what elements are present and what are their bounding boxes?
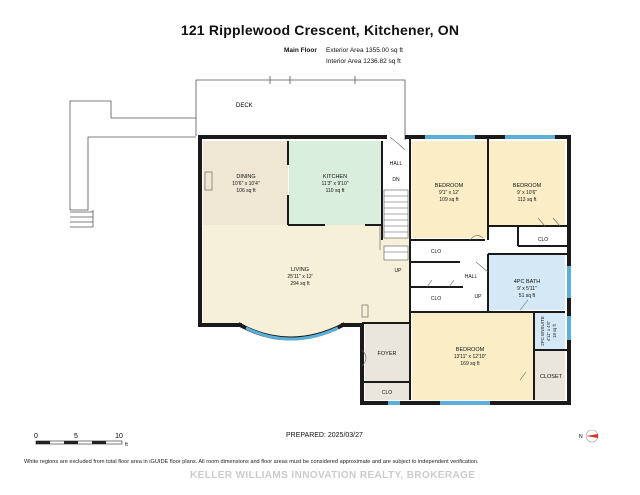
bedroom3-name: BEDROOM xyxy=(456,347,485,353)
windows xyxy=(245,135,571,405)
kitchen-dims: 11'3" x 9'10" xyxy=(321,181,348,187)
scale-tick-0: 0 xyxy=(34,433,38,440)
page-title: 121 Ripplewood Crescent, Kitchener, ON xyxy=(180,22,460,38)
bedroom2-name: BEDROOM xyxy=(513,183,542,189)
scale-tick-10: 10 xyxy=(115,433,123,440)
exterior-area: Exterior Area 1355.00 sq ft xyxy=(326,47,403,54)
fixtures xyxy=(204,171,381,318)
ensuite-fill xyxy=(535,312,565,349)
clo-label-4: CLO xyxy=(382,390,392,396)
bedroom1-fill xyxy=(412,141,487,238)
scale-bar: 0 5 10 ft xyxy=(34,433,128,448)
bedroom3-fill xyxy=(412,312,533,400)
interior-area: Interior Area 1236.82 sq ft xyxy=(326,58,401,65)
svg-text:N: N xyxy=(579,434,583,440)
dining-name: DINING xyxy=(236,174,255,180)
bath-area: 51 sq ft xyxy=(519,293,536,299)
living-area: 294 sq ft xyxy=(290,281,310,287)
hall-label-top: HALL xyxy=(390,161,403,167)
kitchen-area: 110 sq ft xyxy=(326,188,345,194)
ensuite-name: 2PC ENSUITE xyxy=(540,316,545,346)
scale-tick-5: 5 xyxy=(74,433,78,440)
dn-label: DN xyxy=(392,177,400,183)
bedroom3-area: 169 sq ft xyxy=(460,361,480,367)
ensuite-dims: 4'11" x 4'6" xyxy=(546,320,551,341)
bath-name: 4PC BATH xyxy=(514,279,541,285)
bedroom1-dims: 9'1" x 12' xyxy=(439,190,459,196)
foyer-name: FOYER xyxy=(378,351,397,357)
deck xyxy=(69,76,406,228)
stairs xyxy=(383,189,409,261)
ensuite-area: 18 sq ft xyxy=(552,323,557,338)
living-name: LIVING xyxy=(291,267,309,273)
bedroom3-dims: 13'11" x 12'10" xyxy=(454,354,487,360)
interior-walls xyxy=(287,137,569,400)
bedroom1-name: BEDROOM xyxy=(435,183,464,189)
door-swings xyxy=(361,136,561,381)
kitchen-name: KITCHEN xyxy=(323,174,347,180)
bath-dims: 9' x 5'11" xyxy=(517,286,537,292)
dining-area: 106 sq ft xyxy=(236,188,256,194)
bedroom1-area: 109 sq ft xyxy=(439,197,459,203)
north-arrow-icon: N xyxy=(579,429,599,443)
living-fill xyxy=(203,225,410,323)
floor-name: Main Floor xyxy=(284,47,317,54)
disclaimer: White regions are excluded from total fl… xyxy=(24,459,479,465)
dining-dims: 10'6" x 10'4" xyxy=(232,181,260,187)
dining-fill xyxy=(203,141,288,225)
bedroom2-fill xyxy=(489,141,565,226)
area-summary: Main Floor Exterior Area 1355.00 sq ft In… xyxy=(284,45,403,67)
up-label-small: UP xyxy=(475,294,483,300)
room-fills xyxy=(203,141,565,400)
prepared-date: PREPARED: 2025/03/27 xyxy=(286,432,363,439)
bay-fill xyxy=(240,323,343,337)
bedroom2-area: 113 sq ft xyxy=(518,197,537,203)
watermark: KELLER WILLIAMS INNOVATION REALTY, BROKE… xyxy=(190,470,476,481)
clo-label-3: CLO xyxy=(431,296,441,302)
hall-label-mid: HALL xyxy=(465,274,478,280)
closet-name: CLOSET xyxy=(540,374,563,380)
closet-fill xyxy=(535,350,565,400)
deck-label: DECK xyxy=(236,103,253,109)
bedroom2-dims: 9' x 10'6" xyxy=(517,190,537,196)
up-label: UP xyxy=(395,268,403,274)
clo-label-1: CLO xyxy=(431,249,441,255)
kitchen-fill xyxy=(289,141,381,225)
clo-label-2: CLO xyxy=(538,237,548,243)
scale-unit: ft xyxy=(125,442,128,448)
foyer-fill xyxy=(365,323,410,400)
living-dims: 25'11" x 12' xyxy=(287,274,312,280)
